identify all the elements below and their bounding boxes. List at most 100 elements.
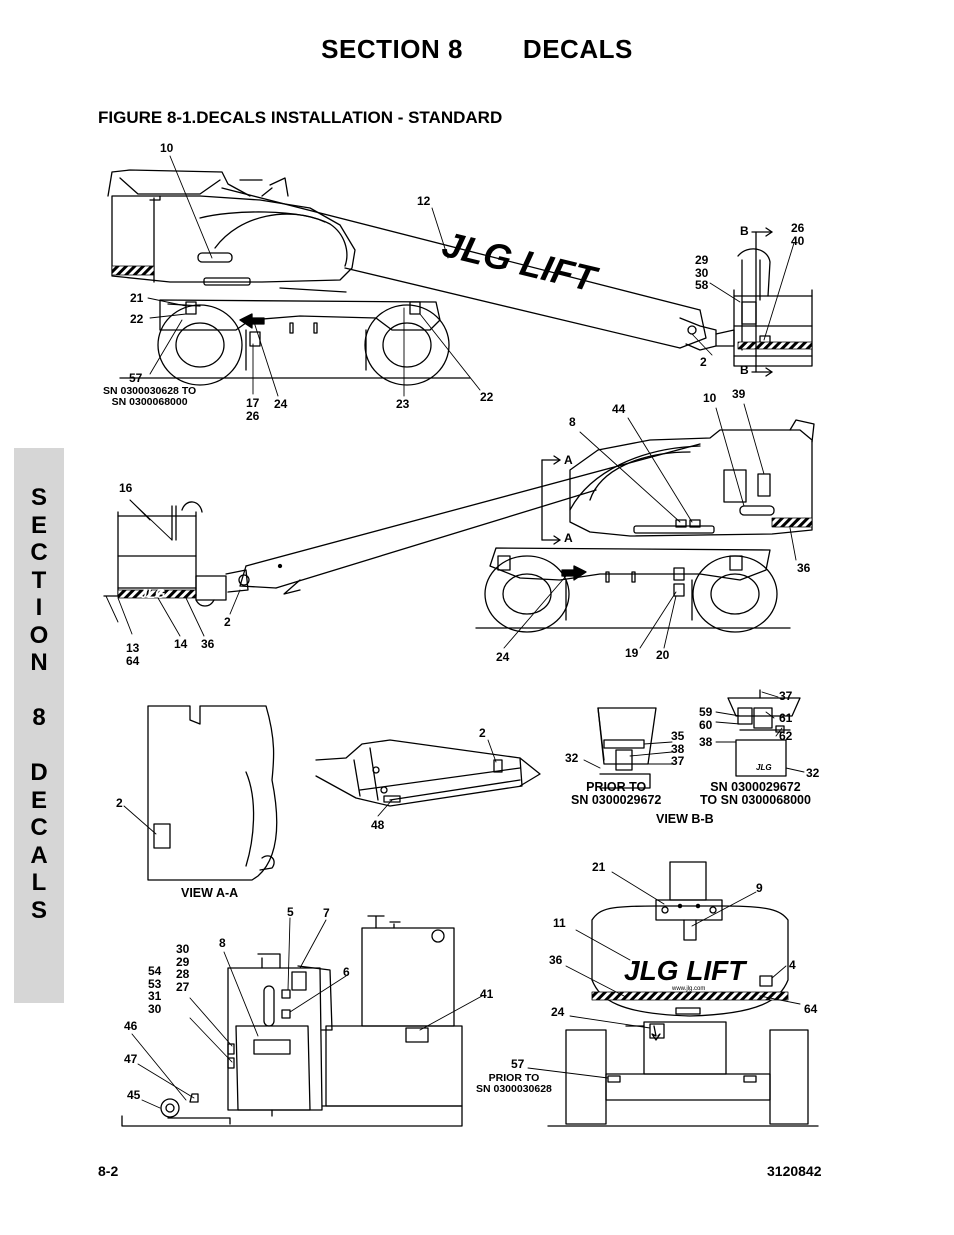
callout-36-side: 36 [797, 561, 811, 575]
side-tab-letter: S [30, 484, 47, 511]
callout-57-side: 57 [129, 371, 143, 385]
callout-64: 64 [804, 1002, 818, 1016]
callout-59-60: 59 60 [699, 705, 713, 732]
jib-view [315, 739, 541, 807]
control-box-logo: JLG [756, 763, 772, 772]
callout-5: 5 [287, 905, 294, 919]
view-aa-label: VIEW A-A [181, 886, 239, 900]
leader-lines-4 [583, 691, 805, 773]
callout-30-29-28-27: 30 29 28 27 [176, 942, 190, 994]
callout-section-a-bottom: A [564, 531, 573, 545]
callout-9: 9 [756, 881, 763, 895]
callout-24-rear: 24 [551, 1005, 565, 1019]
callout-32-prior: 32 [565, 751, 579, 765]
side-tab-letter: I [35, 594, 43, 621]
section-side-tab: S E C T I O N 8 D E C A L S [14, 448, 64, 1003]
rear-url: www.jlg.com [671, 986, 705, 992]
callout-17-26: 17 26 [246, 396, 260, 423]
document-number: 3120842 [767, 1163, 822, 1179]
side-tab-letter: T [31, 566, 47, 594]
rear-logo: JLG LIFT [624, 955, 748, 986]
callout-10-side: 10 [703, 391, 717, 405]
side-view-machine-2: JLG [103, 419, 815, 633]
rear-view-machine: JLG LIFT www.jlg.com [547, 861, 819, 1127]
callout-20: 20 [656, 648, 670, 662]
side-tab-letter: E [30, 511, 47, 539]
figure-title: FIGURE 8-1.DECALS INSTALLATION - STANDAR… [98, 108, 503, 127]
callout-8-side: 8 [569, 415, 576, 429]
side-tab-letter: D [30, 759, 48, 786]
callout-54-53-31-30: 54 53 31 30 [148, 964, 162, 1016]
callout-14: 14 [174, 637, 188, 651]
serial-range-note-2: PRIOR TO SN 0300030628 [476, 1072, 552, 1095]
ground-control-view [121, 915, 463, 1127]
section-name: DECALS [522, 34, 633, 64]
callout-11: 11 [553, 916, 566, 930]
side-tab-letters: S E C T I O N 8 D E C A L S [14, 484, 64, 924]
callout-section-a-top: A [564, 453, 573, 467]
side-tab-letter: C [30, 814, 48, 841]
callout-section-b-top: B [740, 224, 749, 238]
callout-36-rear: 36 [549, 953, 563, 967]
platform-logo: JLG [140, 586, 165, 601]
side-tab-letter: C [30, 539, 48, 566]
callout-29-30-58: 29 30 58 [695, 253, 709, 292]
callout-2-cover: 2 [116, 796, 123, 810]
callout-2-jib: 2 [224, 615, 231, 629]
callout-36-platform: 36 [201, 637, 215, 651]
callout-44: 44 [612, 402, 626, 416]
callout-48: 48 [371, 818, 385, 832]
side-tab-letter: S [30, 896, 47, 924]
callout-23: 23 [396, 397, 410, 411]
callout-47: 47 [124, 1052, 138, 1066]
callout-45: 45 [127, 1088, 141, 1102]
view-bb-label: VIEW B-B [656, 812, 714, 826]
section-number: SECTION 8 [321, 34, 463, 64]
callout-section-b-bottom: B [740, 363, 749, 377]
side-tab-letter: O [29, 621, 49, 649]
leader-lines-5 [131, 917, 483, 1109]
callout-37: 37 [779, 689, 793, 703]
callout-2-boom-tip: 2 [700, 355, 707, 369]
callout-12: 12 [417, 194, 431, 208]
platform-side-2: JLG [103, 501, 227, 607]
callout-6: 6 [343, 965, 350, 979]
callout-21-side: 21 [130, 291, 144, 305]
side-tab-letter: 8 [32, 704, 46, 731]
callout-21-rear: 21 [592, 860, 606, 874]
side-tab-letter: N [30, 649, 48, 676]
callout-13-64: 13 64 [126, 641, 140, 668]
later-serial-note: SN 0300029672 TO SN 0300068000 [700, 780, 811, 807]
callout-57-rear: 57 [511, 1057, 525, 1071]
prior-serial-note: PRIOR TO SN 0300029672 [571, 780, 662, 807]
leader-lines-2 [105, 403, 797, 649]
callout-32-later: 32 [806, 766, 820, 780]
callout-22-left: 22 [130, 312, 144, 326]
page-number: 8-2 [98, 1163, 119, 1179]
callout-39: 39 [732, 387, 746, 401]
callout-10-top: 10 [160, 141, 174, 155]
callout-16: 16 [119, 481, 133, 495]
leader-lines-6 [527, 871, 801, 1079]
callout-24-side-2: 24 [496, 650, 510, 664]
callout-41: 41 [480, 987, 494, 1001]
callout-2-jib-view: 2 [479, 726, 486, 740]
callout-24-side: 24 [274, 397, 288, 411]
boom-logo: JLG LIFT [438, 223, 602, 300]
platform-side-1 [733, 227, 813, 377]
callout-38: 38 [699, 735, 713, 749]
section-title: SECTION 8 DECALS [0, 34, 954, 65]
callout-61: 61 [779, 711, 793, 725]
side-tab-letter: E [30, 786, 47, 814]
callout-35-38-37: 35 38 37 [671, 729, 685, 768]
leader-lines-1 [147, 155, 795, 397]
side-tab-letter: L [31, 869, 47, 896]
side-tab-letter: A [30, 841, 48, 869]
callout-7: 7 [323, 906, 330, 920]
serial-range-note-1: SN 0300030628 TO SN 0300068000 [103, 385, 197, 408]
view-aa-cover [147, 705, 278, 881]
callout-22-right: 22 [480, 390, 494, 404]
callout-4: 4 [789, 958, 796, 972]
callout-8-ground: 8 [219, 936, 226, 950]
